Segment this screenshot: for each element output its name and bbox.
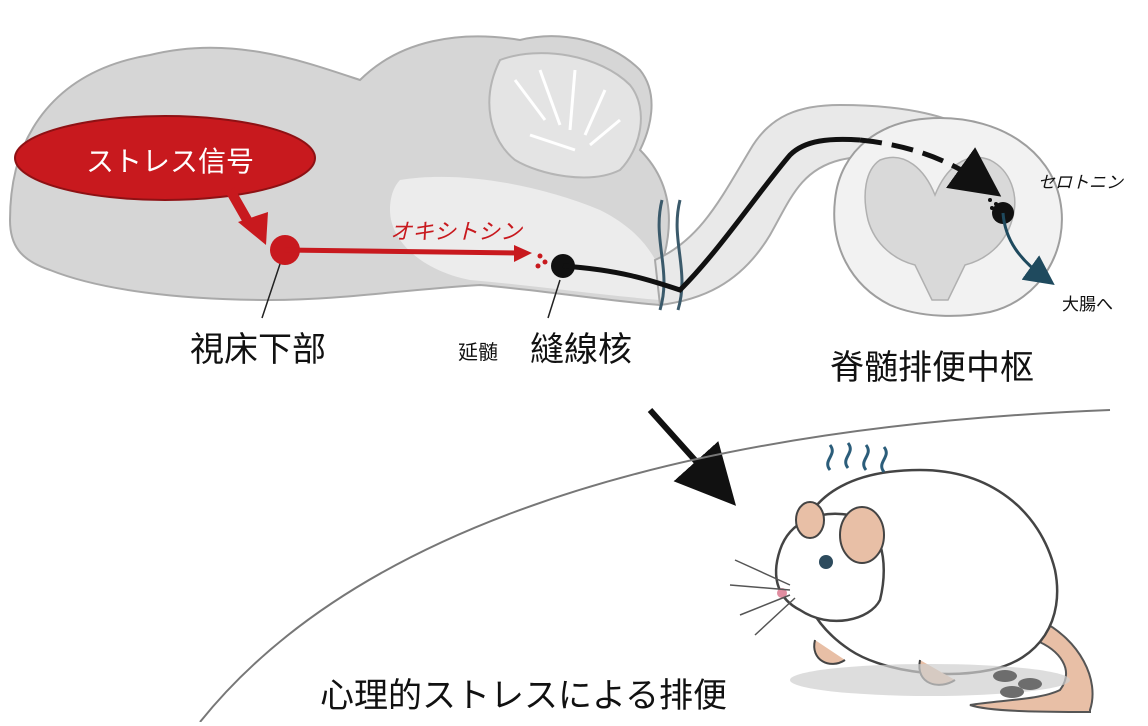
descending-pathway-dashed <box>859 137 1002 197</box>
caption-label: 心理的ストレスによる排便 <box>320 676 727 716</box>
feces <box>1000 686 1024 698</box>
stress-signal-label: ストレス信号 <box>86 145 255 178</box>
feces <box>993 670 1017 682</box>
descending-pathway <box>562 136 861 293</box>
oxytocin-axon <box>284 247 521 256</box>
break-mark-right <box>675 199 684 311</box>
rat-front-paw <box>813 639 846 665</box>
break-mark-left <box>657 199 666 311</box>
oxytocin-label: オキシトシン <box>390 220 523 245</box>
rat-illustration <box>729 442 1094 714</box>
rat-ear <box>839 506 885 564</box>
stress-squiggles <box>826 442 888 473</box>
to-colon-label: 大腸へ <box>1062 295 1113 315</box>
cerebellum-folds <box>513 69 621 152</box>
oxytocin-dot <box>537 253 543 259</box>
feces <box>1018 678 1042 690</box>
rat-ear <box>795 501 825 539</box>
raphe-leader <box>547 279 561 319</box>
oxytocin-terminal <box>514 245 532 262</box>
oxytocin-dot <box>542 259 548 265</box>
colon-pathway <box>1001 212 1055 286</box>
hypothalamus-leader <box>261 263 281 319</box>
spinal-center-label: 脊髄排便中枢 <box>830 348 1034 388</box>
serotonin-dot <box>988 198 992 202</box>
cerebellum <box>488 52 642 179</box>
hypothalamus-label: 視床下部 <box>190 330 326 370</box>
stress-arrow-head <box>238 212 268 245</box>
oxytocin-dot <box>535 263 541 269</box>
rat-nose <box>777 588 787 598</box>
rat-whiskers <box>729 559 796 636</box>
medulla-label: 延髄 <box>458 340 498 364</box>
bottom-arc <box>199 409 1111 723</box>
rat-eye <box>819 555 833 569</box>
raphe-label: 縫線核 <box>530 330 632 370</box>
serotonin-label: セロトニン <box>1038 173 1123 193</box>
rat-tail <box>969 618 1094 714</box>
result-arrow <box>647 407 737 506</box>
stress-signal-bubble <box>14 115 316 201</box>
